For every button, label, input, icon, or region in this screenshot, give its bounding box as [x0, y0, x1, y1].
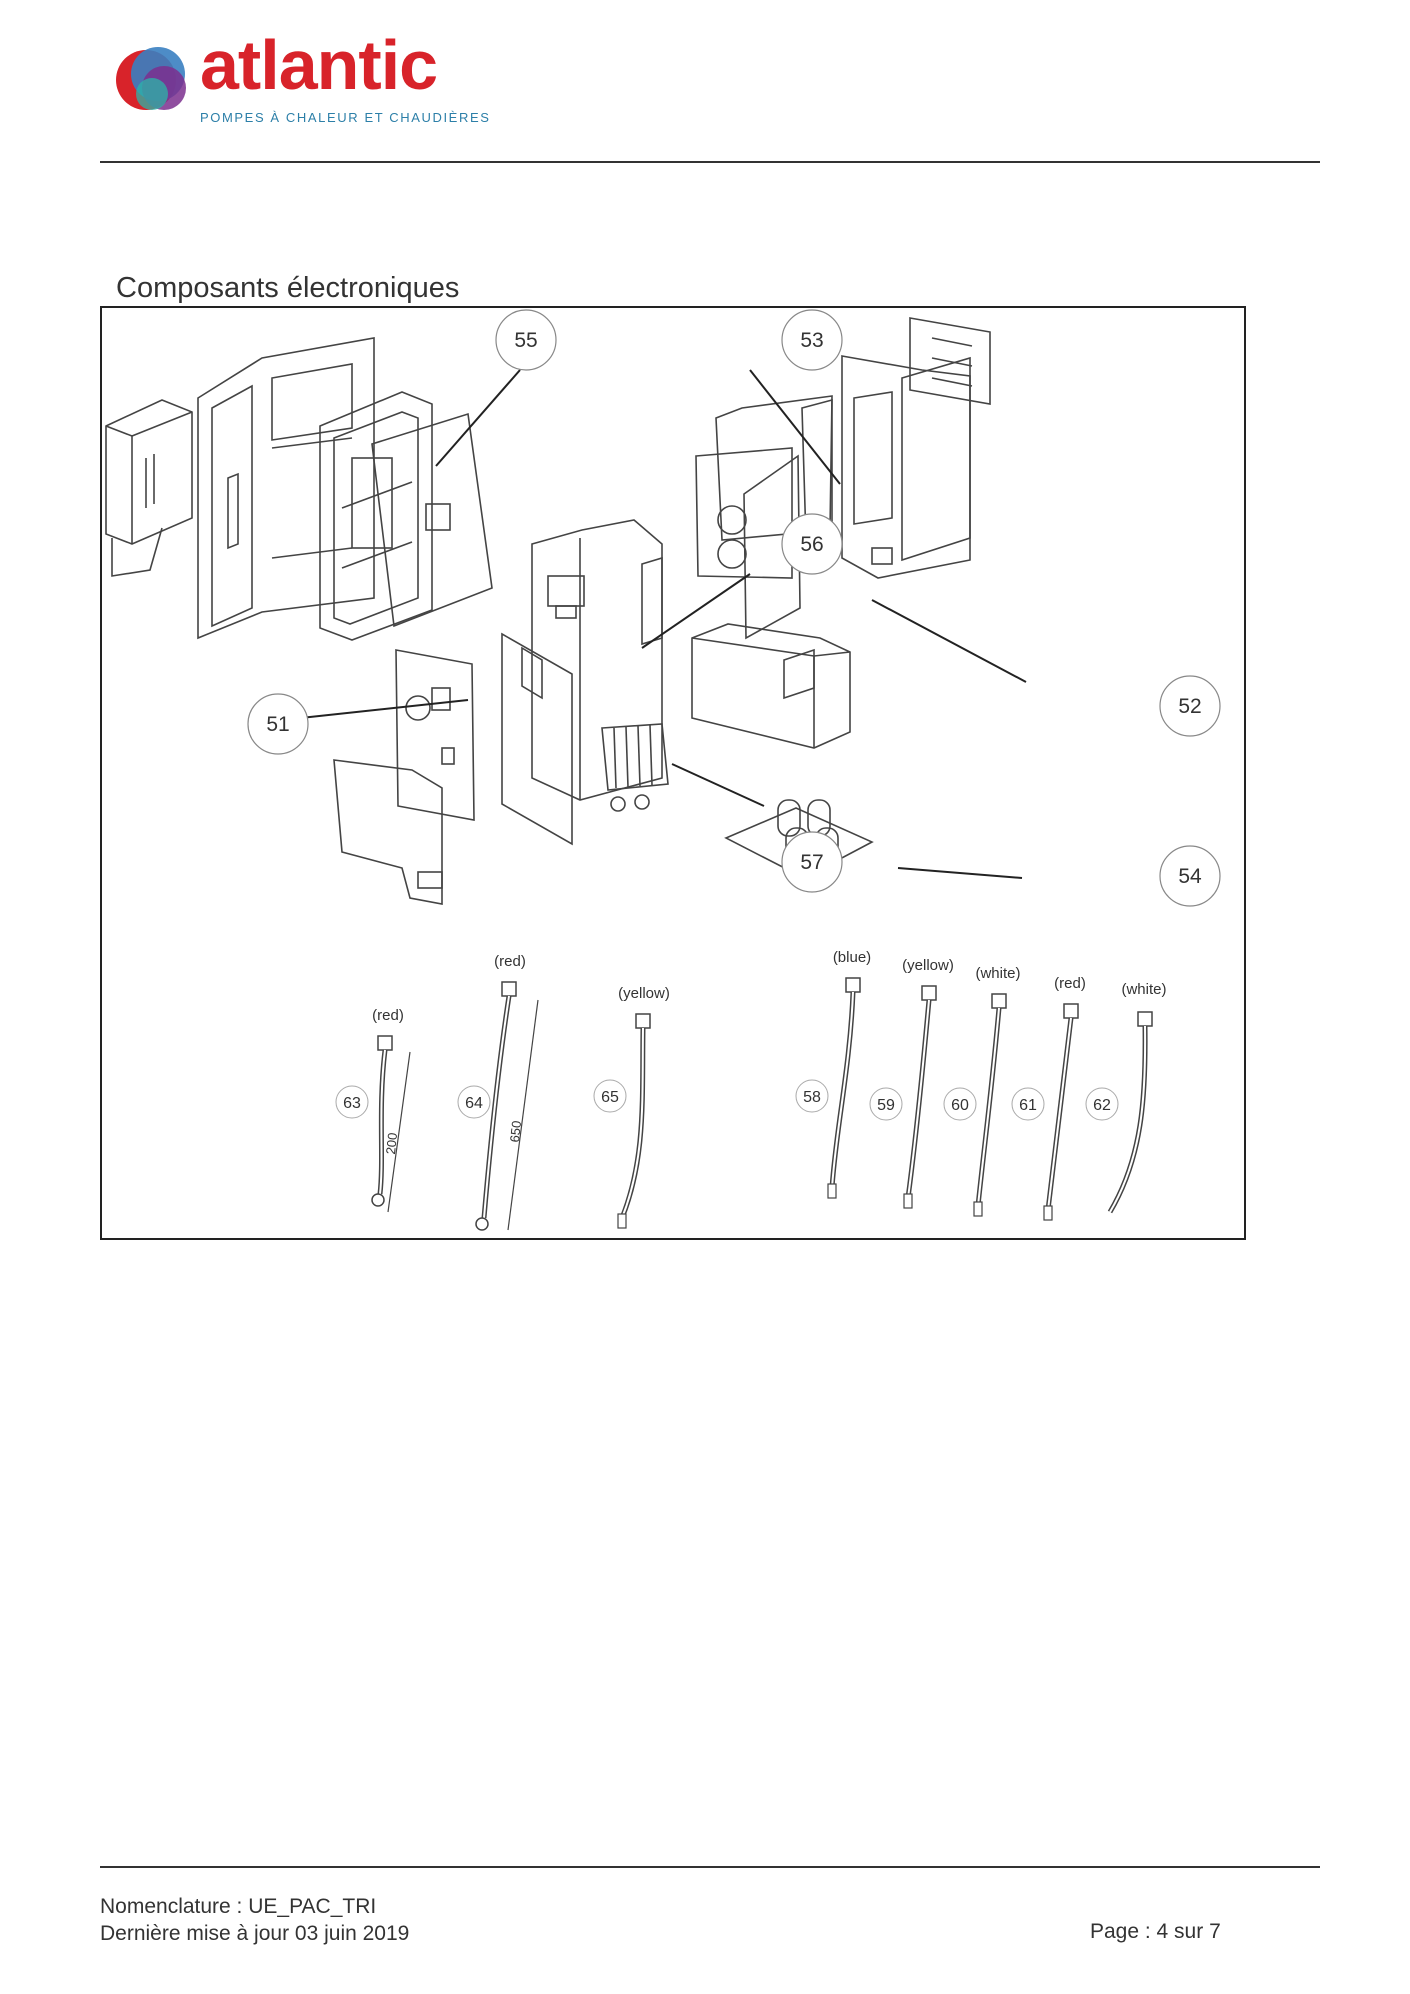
rear-frame-drawing: [841, 355, 971, 579]
wire-59: (yellow) 59: [869, 957, 954, 1209]
terminal-block-57-drawing: [601, 723, 669, 812]
header-divider: [100, 161, 1320, 163]
logo-wordmark: atlantic: [200, 26, 438, 104]
footer-nomenclature: Nomenclature : UE_PAC_TRI: [100, 1895, 377, 1918]
svg-text:51: 51: [266, 713, 289, 736]
svg-text:(yellow): (yellow): [618, 985, 670, 1002]
svg-text:65: 65: [601, 1089, 619, 1106]
callout-54: 54: [1159, 845, 1221, 907]
svg-text:60: 60: [951, 1097, 969, 1114]
svg-text:61: 61: [1019, 1097, 1037, 1114]
svg-text:(blue): (blue): [833, 949, 871, 966]
electronic-components-diagram: 55 53 56 51 52 57 54 (red): [105, 309, 1221, 1231]
wire-60: (white) 60: [943, 965, 1021, 1217]
transformer-56-drawing: [547, 575, 585, 619]
callout-51: 51: [247, 693, 309, 755]
svg-text:(white): (white): [1121, 981, 1166, 998]
callout-52: 52: [1159, 675, 1221, 737]
svg-text:62: 62: [1093, 1097, 1111, 1114]
svg-text:200: 200: [383, 1132, 400, 1155]
wire-62: (white) 62: [1085, 981, 1167, 1214]
footer-divider: [100, 1866, 1320, 1868]
housing-box-drawing: [691, 623, 851, 749]
footer-update-date: Dernière mise à jour 03 juin 2019: [100, 1922, 410, 1945]
atlantic-logo: atlantic POMPES À CHALEUR ET CHAUDIÈRES: [112, 30, 492, 128]
svg-text:(red): (red): [1054, 975, 1086, 992]
svg-text:(red): (red): [494, 953, 526, 970]
footer-info: Nomenclature : UE_PAC_TRI Dernière mise …: [100, 1893, 409, 1947]
callout-55: 55: [495, 309, 557, 371]
svg-text:(yellow): (yellow): [902, 957, 954, 974]
wire-58: (blue) 58: [795, 949, 871, 1199]
board-52-drawing: [743, 454, 801, 640]
wire-64: (red) 650 64: [457, 953, 539, 1231]
control-board-frame-drawing: [319, 391, 433, 641]
svg-text:650: 650: [507, 1120, 524, 1143]
svg-text:54: 54: [1178, 865, 1202, 888]
leader-lines: [281, 369, 1027, 879]
svg-text:(red): (red): [372, 1007, 404, 1024]
exploded-view-figure: 55 53 56 51 52 57 54 (red): [100, 306, 1246, 1240]
svg-text:63: 63: [343, 1095, 361, 1112]
callout-53: 53: [781, 309, 843, 371]
svg-text:55: 55: [514, 329, 537, 352]
svg-text:59: 59: [877, 1097, 895, 1114]
wire-65: (yellow) 65: [593, 985, 670, 1229]
svg-text:53: 53: [800, 329, 823, 352]
logo-mark-icon: [116, 47, 186, 110]
wire-61: (red) 61: [1011, 975, 1086, 1221]
svg-text:(white): (white): [975, 965, 1020, 982]
door-panel-drawing: [197, 337, 375, 640]
cover-box-drawing: [105, 399, 193, 577]
svg-text:58: 58: [803, 1089, 821, 1106]
callout-56: 56: [781, 513, 843, 575]
section-title: Composants électroniques: [116, 272, 460, 304]
center-chassis-drawing: [501, 519, 663, 846]
svg-text:52: 52: [1178, 695, 1201, 718]
pcb-51-drawing: [333, 649, 475, 905]
svg-text:64: 64: [465, 1095, 483, 1112]
small-plate-drawing: [909, 317, 991, 405]
svg-text:56: 56: [800, 533, 823, 556]
board-55-drawing: [371, 412, 493, 628]
callout-57: 57: [781, 831, 843, 893]
logo-tagline: POMPES À CHALEUR ET CHAUDIÈRES: [200, 110, 491, 125]
svg-text:57: 57: [800, 851, 823, 874]
footer-page-number: Page : 4 sur 7: [1090, 1920, 1221, 1943]
wire-63: (red) 200 63: [335, 1007, 411, 1213]
